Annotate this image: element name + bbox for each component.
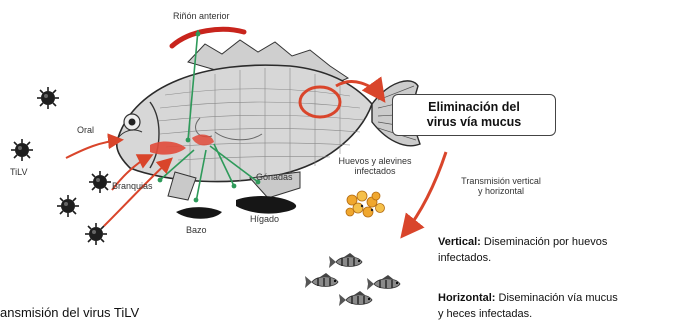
fry-fish-icon	[305, 273, 338, 288]
label-gonadas: Gónadas	[256, 172, 293, 182]
legend-horizontal: Horizontal: Diseminación vía mucus y hec…	[438, 290, 618, 322]
virus-particle-icon	[85, 223, 107, 245]
virus-particle-icon	[89, 171, 111, 193]
label-tilv: TiLV	[10, 167, 28, 177]
kidney-anterior-shape	[172, 29, 244, 46]
label-higado: Hígado	[250, 214, 279, 224]
label-bazo: Bazo	[186, 225, 207, 235]
virus-particle-icon	[37, 87, 59, 109]
liver-shape	[236, 196, 296, 214]
label-branquias: Branquias	[112, 181, 153, 191]
figure-caption: ansmisión del virus TiLV	[0, 305, 139, 320]
virus-particle-icon	[11, 139, 33, 161]
label-rinon-anterior: Riñón anterior	[173, 11, 230, 21]
legend-vertical: Vertical: Diseminación por huevos infect…	[438, 234, 607, 266]
elimination-box: Eliminación del virus vía mucus	[392, 94, 556, 136]
legend-vertical-term: Vertical:	[438, 236, 481, 248]
fry-fish-icon	[339, 291, 372, 306]
egg-cluster-icon	[346, 191, 385, 217]
legend-horizontal-term: Horizontal:	[438, 292, 495, 304]
fry-fish-icon	[367, 275, 400, 290]
label-transmision: Transmisión vertical y horizontal	[446, 176, 556, 196]
label-oral: Oral	[77, 125, 94, 135]
virus-particle-icon	[57, 195, 79, 217]
spleen-shape	[176, 207, 222, 219]
label-huevos-alevines: Huevos y alevines infectados	[330, 156, 420, 176]
fry-fish-icon	[329, 253, 362, 268]
